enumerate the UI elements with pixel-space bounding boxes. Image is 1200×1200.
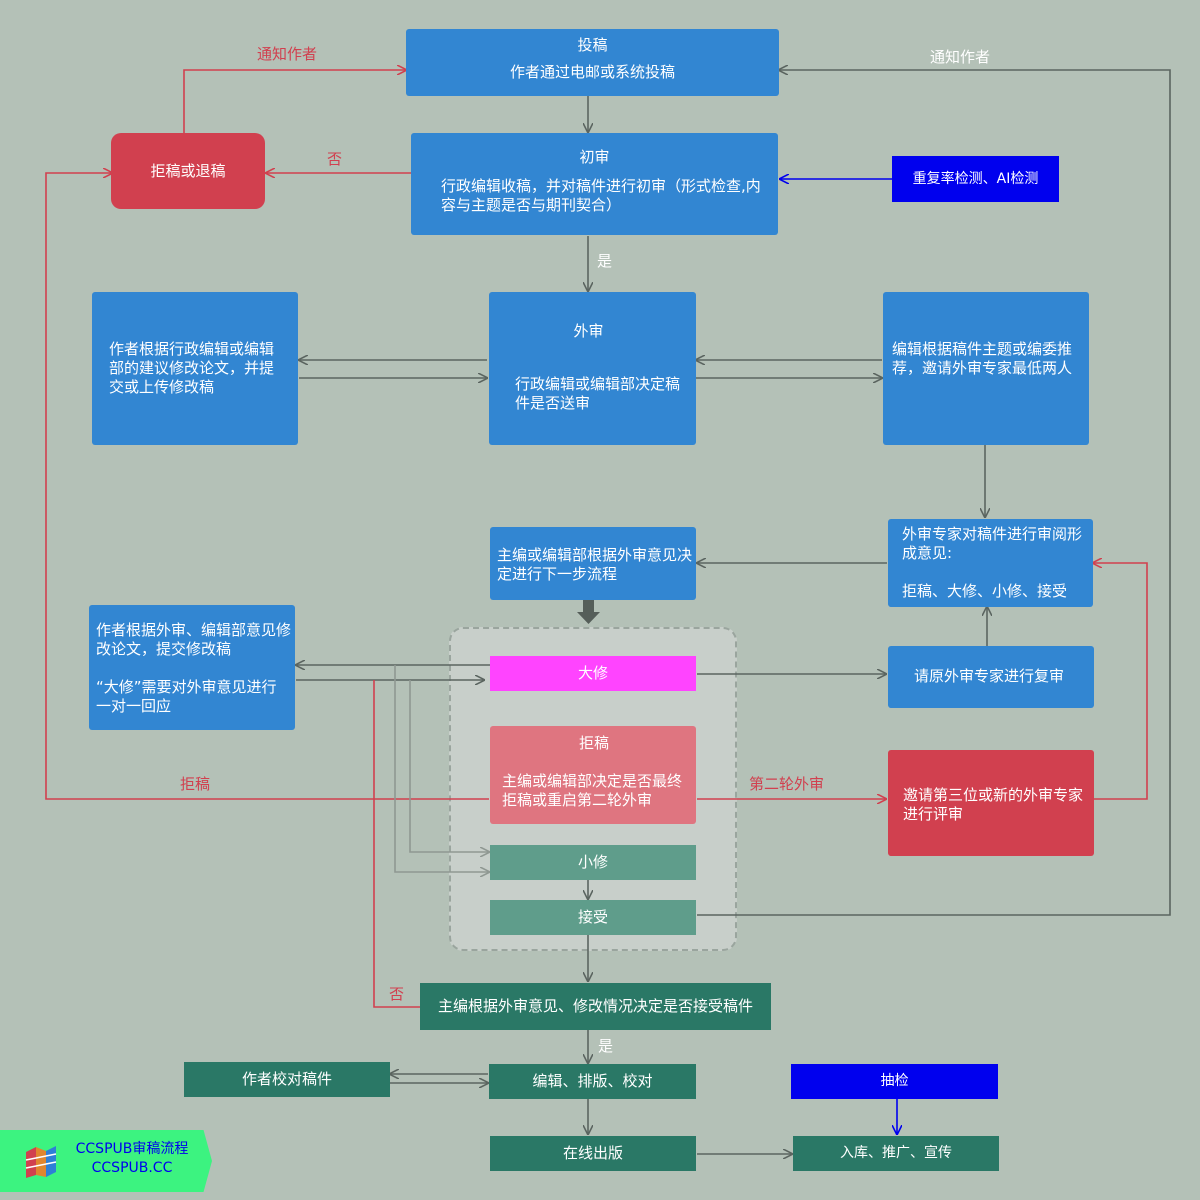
minor-revision-node: 小修 xyxy=(490,845,696,880)
edge-label-yes-initial: 是 xyxy=(597,252,613,270)
submit-node: 投稿 作者通过电邮或系统投稿 xyxy=(406,29,779,96)
edge-third-opinion xyxy=(1093,563,1148,800)
ccspub-logo: CCSPUB审稿流程 CCSPUB.CC xyxy=(0,1130,212,1192)
reject-return-node: 拒稿或退稿 xyxy=(111,133,265,209)
edit-typeset-label: 编辑、排版、校对 xyxy=(532,1072,653,1090)
re-review-label: 请原外审专家进行复审 xyxy=(914,667,1065,685)
logo-line-1: CCSPUB审稿流程 xyxy=(75,1141,189,1157)
edit-typeset-node: 编辑、排版、校对 xyxy=(489,1064,696,1099)
major-revision-node: 大修 xyxy=(490,656,696,691)
spot-check-label: 抽检 xyxy=(880,1073,909,1089)
reviewer-opinion-node: 外审专家对稿件进行审阅形成意见: 拒稿、大修、小修、接受 xyxy=(888,519,1093,607)
accept-label: 接受 xyxy=(577,908,608,926)
author-revise-node-1: 作者根据行政编辑或编辑部的建议修改论文，并提交或上传修改稿 xyxy=(92,292,298,445)
logo-text: CCSPUB审稿流程 CCSPUB.CC xyxy=(62,1140,202,1178)
edge-label-no-final: 否 xyxy=(389,985,405,1003)
author-revise-node-2: 作者根据外审、编辑部意见修改论文，提交修改稿 “大修”需要对外审意见进行一对一回… xyxy=(89,605,295,730)
minor-label: 小修 xyxy=(577,853,608,871)
edge-label-notify-right: 通知作者 xyxy=(930,48,991,66)
reject-desc: 主编或编辑部决定是否最终拒稿或重启第二轮外审 xyxy=(502,772,683,809)
reject-title: 拒稿 xyxy=(578,734,609,752)
accept-node: 接受 xyxy=(490,900,696,935)
final-decision-node: 主编根据外审意见、修改情况决定是否接受稿件 xyxy=(420,983,771,1030)
edge-label-reject: 拒稿 xyxy=(180,775,211,793)
plagiarism-check-node: 重复率检测、AI检测 xyxy=(892,156,1059,202)
external-desc: 行政编辑或编辑部决定稿件是否送审 xyxy=(515,375,681,412)
edge-author2-minor-a xyxy=(394,665,489,872)
major-label: 大修 xyxy=(577,664,608,682)
archive-promote-label: 入库、推广、宣传 xyxy=(840,1145,952,1161)
author-revise-1-label: 作者根据行政编辑或编辑部的建议修改论文，并提交或上传修改稿 xyxy=(109,340,275,396)
author-proof-label: 作者校对稿件 xyxy=(241,1070,332,1088)
edge-label-no-initial: 否 xyxy=(327,150,343,168)
edge-author2-minor-b xyxy=(409,680,489,852)
edge-reject-submit xyxy=(183,70,406,133)
author-revise-2-label: 作者根据外审、编辑部意见修改论文，提交修改稿 xyxy=(96,621,292,658)
re-review-node: 请原外审专家进行复审 xyxy=(888,646,1094,708)
submit-desc: 作者通过电邮或系统投稿 xyxy=(509,63,675,81)
submit-title: 投稿 xyxy=(577,36,608,54)
invite-reviewers-label: 编辑根据稿件主题或编委推荐，邀请外审专家最低两人 xyxy=(892,340,1073,377)
thick-down-arrow xyxy=(577,600,600,624)
edge-reject-loop xyxy=(45,173,489,800)
edge-final-no xyxy=(373,680,420,1008)
final-decision-label: 主编根据外审意见、修改情况决定是否接受稿件 xyxy=(437,997,753,1015)
online-publish-label: 在线出版 xyxy=(562,1144,623,1162)
books-icon xyxy=(25,1146,57,1178)
reviewer-opinion-label: 外审专家对稿件进行审阅形成意见: xyxy=(902,525,1083,562)
reject-return-label: 拒稿或退稿 xyxy=(150,161,226,180)
edge-accept-submit xyxy=(697,70,1171,916)
author-proof-node: 作者校对稿件 xyxy=(184,1062,390,1097)
initial-title: 初审 xyxy=(579,148,610,166)
major-note-label: “大修”需要对外审意见进行一对一回应 xyxy=(96,678,277,715)
edge-label-yes-final: 是 xyxy=(598,1037,614,1055)
online-publish-node: 在线出版 xyxy=(490,1136,696,1171)
edge-label-second-round: 第二轮外审 xyxy=(749,775,825,793)
initial-review-node: 初审 行政编辑收稿，并对稿件进行初审（形式检查,内容与主题是否与期刊契合） xyxy=(411,133,778,235)
plagiarism-label: 重复率检测、AI检测 xyxy=(912,170,1039,187)
reject-decision-node: 拒稿 主编或编辑部决定是否最终拒稿或重启第二轮外审 xyxy=(490,726,696,824)
editor-decide-label: 主编或编辑部根据外审意见决定进行下一步流程 xyxy=(497,546,693,583)
spot-check-node: 抽检 xyxy=(791,1064,998,1099)
logo-line-2: CCSPUB.CC xyxy=(91,1160,173,1176)
external-title: 外审 xyxy=(573,322,604,340)
third-reviewer-node: 邀请第三位或新的外审专家进行评审 xyxy=(888,750,1094,856)
edge-label-notify-left: 通知作者 xyxy=(257,45,318,63)
editor-decide-node: 主编或编辑部根据外审意见决定进行下一步流程 xyxy=(490,527,696,600)
third-reviewer-label: 邀请第三位或新的外审专家进行评审 xyxy=(903,786,1084,823)
reviewer-options-label: 拒稿、大修、小修、接受 xyxy=(902,582,1068,600)
archive-promote-node: 入库、推广、宣传 xyxy=(793,1136,999,1171)
external-review-node: 外审 行政编辑或编辑部决定稿件是否送审 xyxy=(489,292,696,445)
invite-reviewers-node: 编辑根据稿件主题或编委推荐，邀请外审专家最低两人 xyxy=(883,292,1089,445)
initial-desc: 行政编辑收稿，并对稿件进行初审（形式检查,内容与主题是否与期刊契合） xyxy=(441,177,761,214)
